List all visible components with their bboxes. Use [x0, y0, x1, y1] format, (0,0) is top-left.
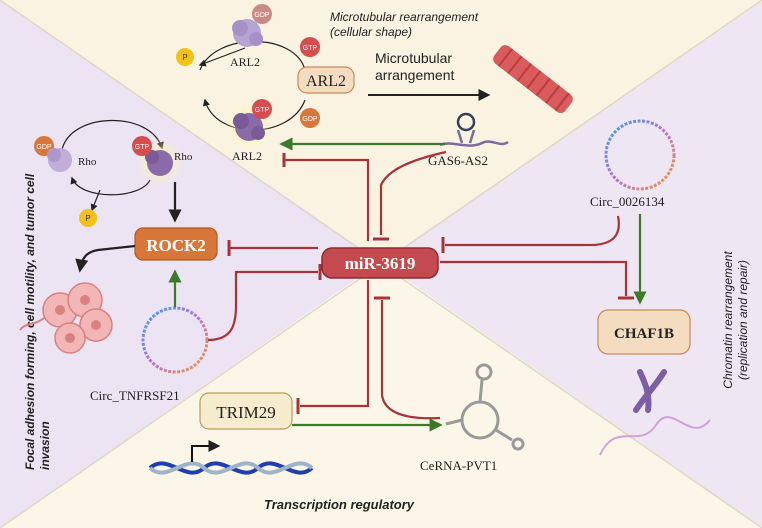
circ-tnfrsf21-icon: [141, 306, 209, 374]
cerna-label: CeRNA-PVT1: [420, 458, 497, 473]
gtp-label-top: GTP: [303, 45, 318, 52]
rho-label-left: Rho: [78, 156, 97, 168]
right-side-line2: (replication and repair): [736, 260, 750, 380]
gas6-hairpin-icon: [439, 112, 509, 147]
rock2-label: ROCK2: [146, 236, 206, 255]
p-label-left: P: [85, 214, 90, 223]
left-side-title: Focal adhesion forming, cell motility, a…: [23, 173, 52, 470]
gtp-label-left: GTP: [135, 144, 150, 151]
transcription-start-arrow: [191, 440, 221, 462]
p-badge-top: [176, 48, 194, 66]
gtp-badge-top: [300, 37, 320, 57]
arl2-label-upper: ARL2: [230, 55, 260, 69]
rho-label-right: Rho: [174, 151, 193, 163]
left-side-line1: Focal adhesion forming, cell motility, a…: [23, 173, 37, 470]
arl2-box: [297, 66, 355, 94]
chromosome-icon: [633, 369, 667, 413]
arl2-p-release-arrow: [198, 47, 246, 67]
gdp-label-right: GDP: [302, 116, 318, 123]
gtp-badge-left: [132, 136, 152, 156]
arl2-gdp-protein: [232, 19, 263, 47]
rock2-to-cells-arrow: [75, 244, 136, 273]
chaf1b-box: [597, 309, 691, 355]
rho-cycle-arc-bottom: [70, 176, 151, 196]
left-quadrant-bg: [0, 0, 381, 528]
gdp-badge-top: [252, 4, 272, 24]
right-side-line1: Chromatin rearrangement: [721, 251, 735, 389]
gtp-label-lower: GTP: [255, 107, 270, 114]
tumor-cells-icon: [19, 282, 113, 354]
gdp-badge-right: [300, 108, 320, 128]
gtp-badge-lower: [252, 99, 272, 119]
pvt1-inhibits-mir: [380, 300, 441, 420]
mir-3619-box: [321, 247, 439, 279]
left-side-line2: invasion: [38, 421, 52, 470]
gdp-label-top: GDP: [254, 12, 270, 19]
rho-gtp-protein: [145, 150, 173, 176]
arl2-gtp-protein: [233, 113, 265, 141]
top-title-line1: Microtubular rearrangement: [330, 10, 479, 24]
arrangement-line1: Microtubular: [375, 50, 452, 66]
circ-0026134-icon: [604, 119, 676, 191]
dna-helix-icon: [148, 461, 314, 475]
arl2-box-label: ARL2: [306, 73, 346, 90]
mir-inhibits-arl2: [284, 158, 370, 241]
gas6-inhibits-mir: [379, 150, 447, 235]
pvt1-rna-icon: [445, 363, 525, 451]
circ-tnfrsf21-label: Circ_TNFRSF21: [90, 388, 180, 403]
arrangement-line2: arrangement: [375, 67, 454, 83]
gas6-label: GAS6-AS2: [428, 153, 488, 168]
chromatin-strand-icon: [599, 416, 711, 456]
right-side-title: Chromatin rearrangement (replication and…: [721, 251, 750, 389]
p-label-top: P: [182, 53, 187, 62]
microtubule-icon: [493, 45, 573, 114]
chaf1b-label: CHAF1B: [614, 326, 674, 342]
mir-inhibits-trim29: [300, 280, 370, 408]
top-quadrant-bg: [0, 0, 762, 262]
rho-gdp-protein: [47, 148, 72, 172]
circ-0026134-inhibits-mir: [445, 215, 620, 247]
trim29-box: [199, 392, 293, 430]
rho-p-release-arrow: [90, 189, 101, 212]
mir-inhibits-chaf1b: [440, 260, 628, 296]
gdp-label-left: GDP: [36, 144, 52, 151]
mir-3619-label: miR-3619: [345, 254, 416, 273]
trim29-label: TRIM29: [216, 403, 276, 422]
p-badge-left: [79, 209, 97, 227]
top-title-line2: (cellular shape): [330, 25, 412, 39]
bottom-caption: Transcription regulatory: [264, 497, 415, 512]
circ-0026134-label: Circ_0026134: [590, 194, 665, 209]
rock2-box: [134, 227, 218, 261]
circ-tnfrsf21-inhibits-mir: [207, 270, 318, 342]
rho-cycle-arc-top: [61, 119, 164, 151]
arl2-label-lower: ARL2: [232, 149, 262, 163]
